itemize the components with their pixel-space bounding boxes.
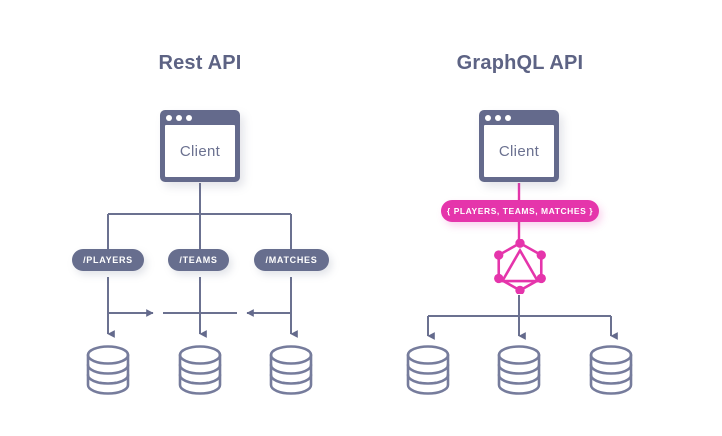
database-cylinder-icon <box>589 345 633 395</box>
database-cylinder-icon <box>178 345 222 395</box>
browser-window-icon <box>479 110 559 125</box>
window-dot-red <box>166 114 172 121</box>
endpoint-pill-matches[interactable]: /MATCHES <box>254 249 329 271</box>
client-window-graphql[interactable]: Client <box>479 110 559 182</box>
database-cylinder-icon <box>269 345 313 395</box>
client-window-body: Client <box>484 125 554 177</box>
graphql-logo-icon <box>494 239 546 294</box>
page-title-rest-api: Rest API <box>158 52 242 74</box>
endpoint-pill-teams[interactable]: /TEAMS <box>168 249 229 271</box>
database-cylinder-icon <box>86 345 130 395</box>
database-cylinder-icon <box>406 345 450 395</box>
page-title-graphql-api: GraphQL API <box>456 52 584 74</box>
window-dot-red <box>485 114 491 121</box>
client-window-rest[interactable]: Client <box>160 110 240 182</box>
client-label: Client <box>498 142 540 160</box>
browser-window-icon <box>160 110 240 125</box>
window-dot-green <box>186 114 192 121</box>
database-cylinder-icon <box>497 345 541 395</box>
client-label: Client <box>179 142 221 160</box>
window-dot-yellow <box>495 114 501 121</box>
window-dot-yellow <box>176 114 182 121</box>
graphql-query-pill[interactable]: { PLAYERS, TEAMS, MATCHES } <box>441 200 599 222</box>
client-window-body: Client <box>165 125 235 177</box>
endpoint-pill-players[interactable]: /PLAYERS <box>72 249 144 271</box>
window-dot-green <box>505 114 511 121</box>
